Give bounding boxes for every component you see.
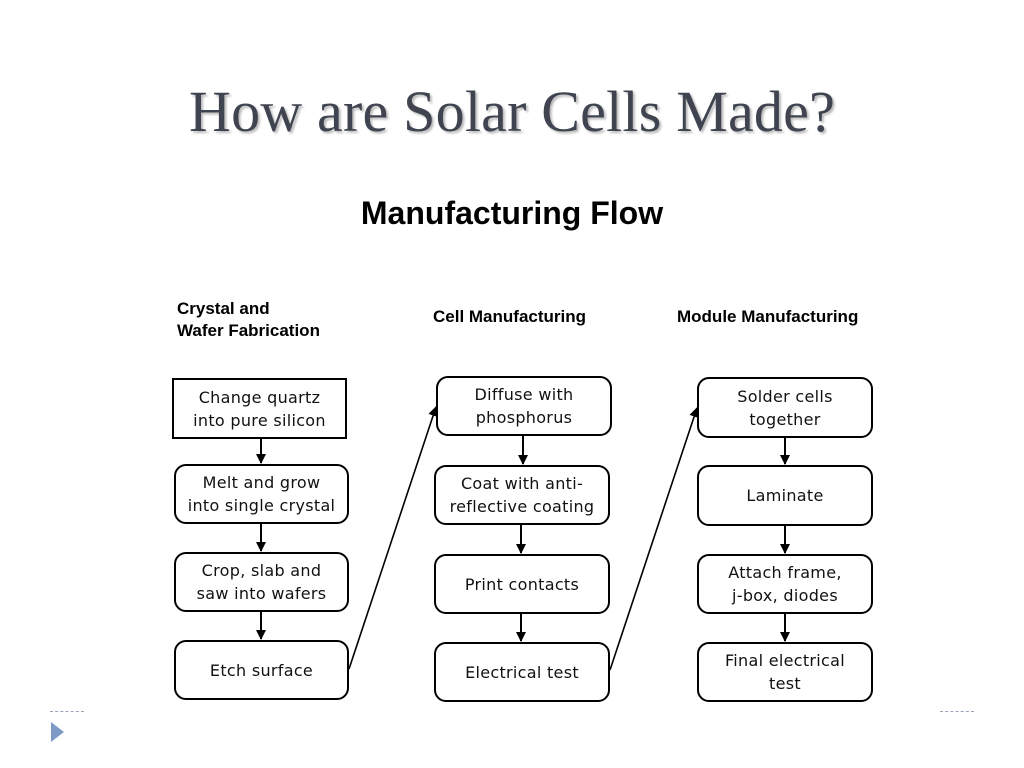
step-coat-anti-reflective: Coat with anti- reflective coating [434,465,610,525]
arrow-test-to-solder [609,407,699,671]
step-melt-grow: Melt and grow into single crystal [174,464,349,524]
step-label: Change quartz into pure silicon [193,387,326,430]
arrow-etch-to-diffuse [348,406,438,670]
step-label: Etch surface [209,660,314,680]
step-final-electrical-test: Final electrical test [697,642,873,702]
step-label: Electrical test [465,662,579,682]
step-attach-frame: Attach frame, j-box, diodes [697,554,873,614]
footer-divider-right [940,711,974,712]
step-label: Final electrical test [724,651,846,693]
footer-divider-left [50,711,84,712]
step-etch-surface: Etch surface [174,640,349,700]
column-heading-module: Module Manufacturing [677,307,859,326]
step-crop-slab-saw: Crop, slab and saw into wafers [174,552,349,612]
slide-title: How are Solar Cells Made? [188,79,836,144]
step-label: Coat with anti- reflective coating [449,474,595,516]
step-solder-cells: Solder cells together [697,377,873,438]
step-label: Melt and grow into single crystal [187,473,336,515]
step-label: Crop, slab and saw into wafers [196,561,327,603]
step-label: Laminate [746,486,824,505]
step-label: Solder cells together [737,386,833,429]
step-diffuse-phosphorus: Diffuse with phosphorus [436,376,612,436]
step-electrical-test: Electrical test [434,642,610,702]
step-laminate: Laminate [697,465,873,526]
step-print-contacts: Print contacts [434,554,610,614]
step-label: Attach frame, j-box, diodes [728,563,842,605]
column-heading-cell: Cell Manufacturing [433,307,587,326]
column-heading-crystal-wafer: Crystal and Wafer Fabrication [177,299,320,340]
step-label: Diffuse with phosphorus [474,385,574,427]
diagram-title: Manufacturing Flow [360,195,664,231]
step-change-quartz: Change quartz into pure silicon [172,378,347,439]
step-label: Print contacts [464,574,580,594]
triangle-right-icon [51,722,64,742]
